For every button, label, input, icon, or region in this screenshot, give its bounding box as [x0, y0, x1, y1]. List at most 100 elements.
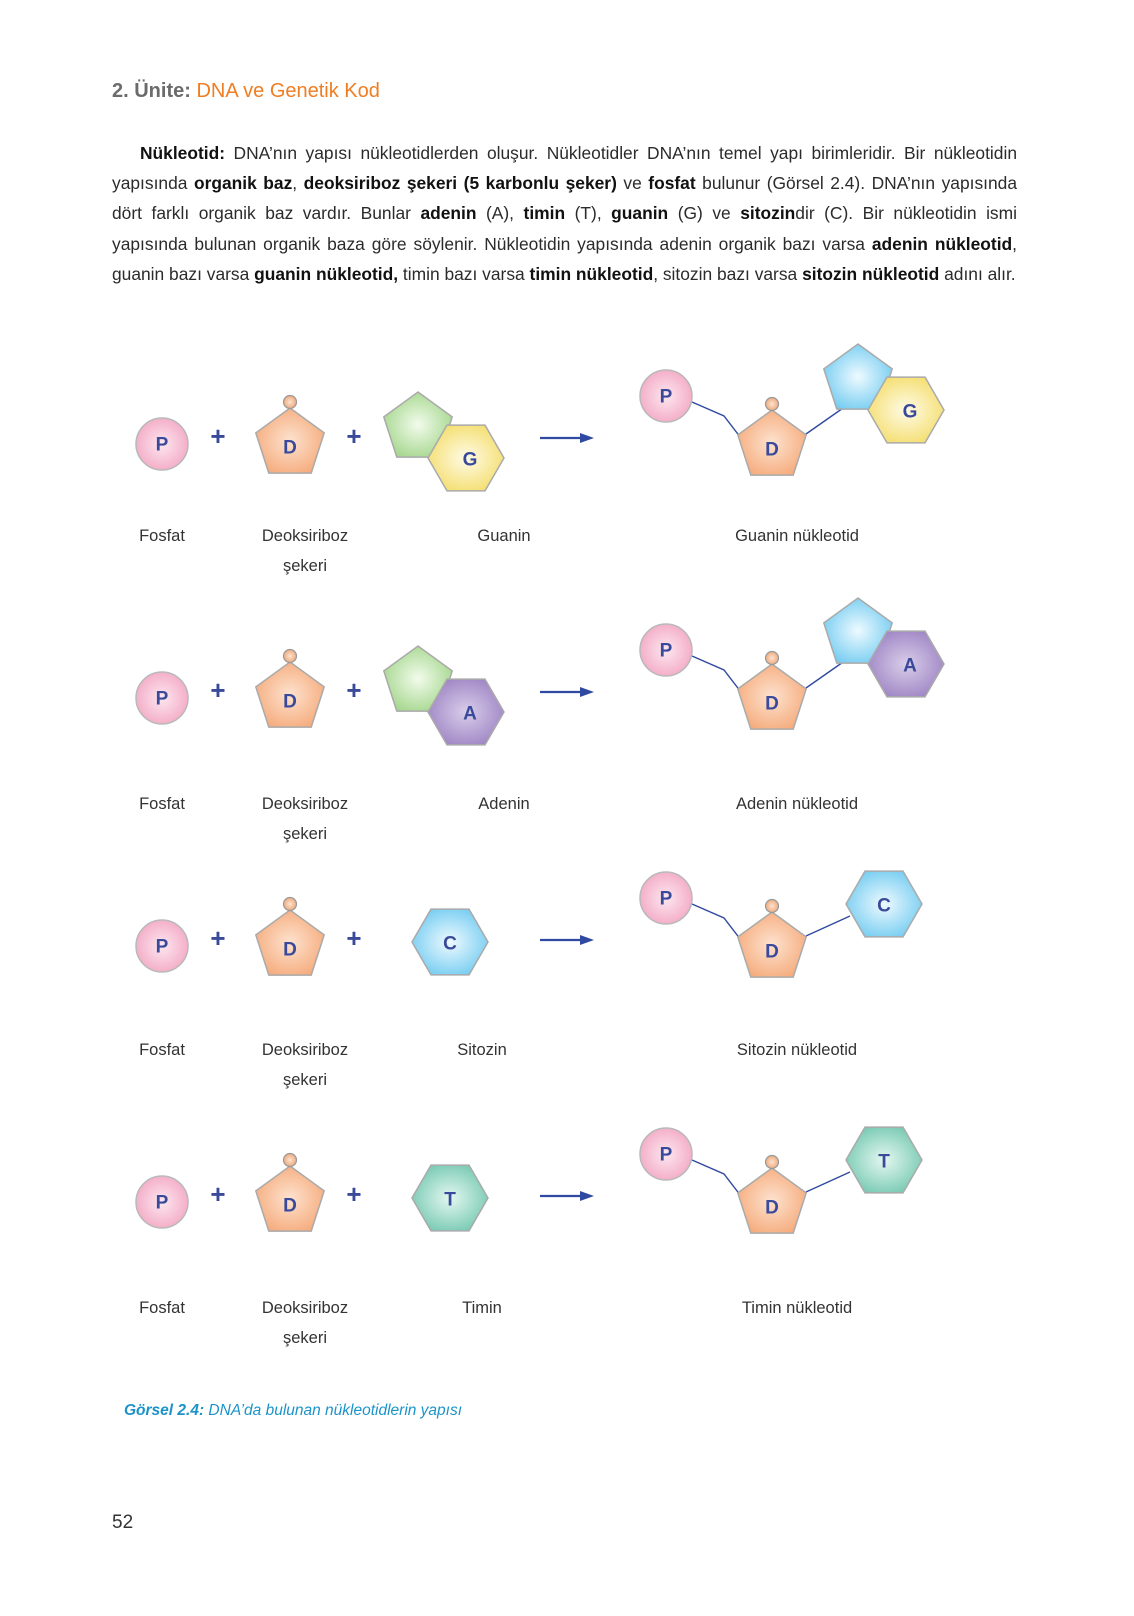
- sugar-label: Deoksiriboz: [262, 527, 348, 545]
- paragraph-text: ,: [292, 173, 304, 194]
- phosphate-circle: [639, 623, 693, 677]
- sugar-pentagon: [254, 1165, 326, 1232]
- phosphate-circle: [135, 417, 189, 471]
- paragraph-text: dir (C). Bir nükleotidin ismi yapısında …: [112, 203, 1017, 254]
- base-label: Guanin: [477, 527, 530, 545]
- phosphate-symbol: P: [156, 1193, 169, 1214]
- phosphate-circle: [639, 871, 693, 925]
- plus-sign: +: [346, 675, 361, 705]
- sugar-carbon-knob: [282, 896, 298, 912]
- product-label: Sitozin nükleotid: [737, 1041, 857, 1059]
- bold-term: fosfat: [648, 173, 696, 194]
- base-symbol: A: [903, 656, 917, 677]
- sugar-pentagon: [736, 663, 808, 730]
- bold-term: guanin: [611, 203, 669, 224]
- phosphate-symbol: P: [660, 387, 673, 408]
- unit-header: 2. Ünite: DNA ve Genetik Kod: [112, 80, 380, 103]
- page-number: 52: [112, 1512, 134, 1533]
- bold-term: deoksiriboz şekeri (5 karbonlu şeker): [303, 173, 617, 194]
- sugar-symbol: D: [765, 1198, 779, 1219]
- base-symbol: C: [877, 896, 891, 917]
- sugar-symbol: D: [283, 438, 297, 459]
- phosphate-symbol: P: [156, 689, 169, 710]
- caption-text: DNA’da bulunan nükleotidlerin yapısı: [204, 1402, 463, 1419]
- plus-sign: +: [346, 421, 361, 451]
- paragraph-text: (T),: [565, 203, 612, 224]
- base-symbol: T: [878, 1152, 890, 1173]
- glycosidic-bond: [805, 915, 851, 937]
- paragraph-text: adını alır.: [939, 263, 1016, 284]
- sugar-carbon-knob: [764, 650, 780, 666]
- phosphate-label: Fosfat: [139, 1299, 185, 1317]
- product-label: Adenin nükleotid: [736, 795, 858, 813]
- sugar-label: Deoksiriboz: [262, 795, 348, 813]
- sugar-carbon-knob: [764, 898, 780, 914]
- sugar-carbon-knob: [764, 396, 780, 412]
- sugar-pentagon: [736, 409, 808, 476]
- reaction-arrow-head: [580, 433, 594, 443]
- base-hexagon-ring: [845, 1126, 923, 1194]
- phosphate-circle: [639, 369, 693, 423]
- base-symbol: G: [463, 450, 478, 471]
- sugar-carbon-knob: [282, 648, 298, 664]
- reaction-arrow-head: [580, 935, 594, 945]
- product-label: Guanin nükleotid: [735, 527, 859, 545]
- plus-sign: +: [346, 1179, 361, 1209]
- sugar-carbon-knob: [282, 394, 298, 410]
- product-label: Timin nükleotid: [742, 1299, 852, 1317]
- base-label: Sitozin: [457, 1041, 507, 1059]
- sugar-pentagon: [254, 909, 326, 976]
- glycosidic-bond: [805, 1171, 851, 1193]
- phosphate-circle: [135, 671, 189, 725]
- base-hexagon-ring: [845, 870, 923, 938]
- bold-term: timin: [523, 203, 566, 224]
- plus-sign: +: [210, 421, 225, 451]
- sugar-carbon-knob: [764, 1154, 780, 1170]
- sugar-label: şekeri: [283, 557, 327, 575]
- phosphodiester-bond: [691, 655, 745, 697]
- bold-term: timin nükleotid: [529, 263, 654, 284]
- caption-label: Görsel 2.4:: [124, 1402, 205, 1419]
- plus-sign: +: [210, 923, 225, 953]
- sugar-symbol: D: [765, 942, 779, 963]
- plus-sign: +: [346, 923, 361, 953]
- base-pentagon-ring: [822, 597, 894, 664]
- paragraph-text: , guanin bazı varsa: [112, 233, 1017, 284]
- bold-term: adenin nükleotid: [871, 233, 1013, 254]
- sugar-pentagon: [254, 407, 326, 474]
- phosphate-symbol: P: [156, 435, 169, 456]
- base-label: Adenin: [478, 795, 529, 813]
- sugar-symbol: D: [283, 692, 297, 713]
- phosphodiester-bond: [691, 1159, 745, 1201]
- phosphate-symbol: P: [660, 889, 673, 910]
- reaction-arrow-head: [580, 687, 594, 697]
- sugar-pentagon: [254, 661, 326, 728]
- sugar-symbol: D: [283, 940, 297, 961]
- reaction-arrow-head: [580, 1191, 594, 1201]
- phosphate-circle: [135, 919, 189, 973]
- phosphate-label: Fosfat: [139, 795, 185, 813]
- phosphate-label: Fosfat: [139, 1041, 185, 1059]
- bold-term: sitozin nükleotid: [802, 263, 940, 284]
- paragraph-text: timin bazı varsa: [398, 263, 530, 284]
- sugar-symbol: D: [765, 440, 779, 461]
- bold-term: Nükleotid:: [140, 143, 226, 163]
- base-hexagon-ring: [411, 908, 489, 976]
- base-hexagon-ring: [411, 1164, 489, 1232]
- base-pentagon-ring: [822, 343, 894, 410]
- base-hexagon-ring: [427, 678, 505, 746]
- base-pentagon-ring: [382, 391, 454, 458]
- base-hexagon-ring: [867, 630, 945, 698]
- paragraph-text: (A),: [476, 203, 524, 224]
- sugar-pentagon: [736, 1167, 808, 1234]
- base-symbol: C: [443, 934, 457, 955]
- bold-term: guanin nükleotid,: [254, 263, 399, 284]
- sugar-label: şekeri: [283, 825, 327, 843]
- base-label: Timin: [462, 1299, 502, 1317]
- unit-topic: DNA ve Genetik Kod: [196, 80, 380, 102]
- sugar-carbon-knob: [282, 1152, 298, 1168]
- glycosidic-bond: [805, 659, 847, 689]
- paragraph-text: bulunur (Görsel 2.4). DNA’nın yapısında …: [112, 173, 1017, 224]
